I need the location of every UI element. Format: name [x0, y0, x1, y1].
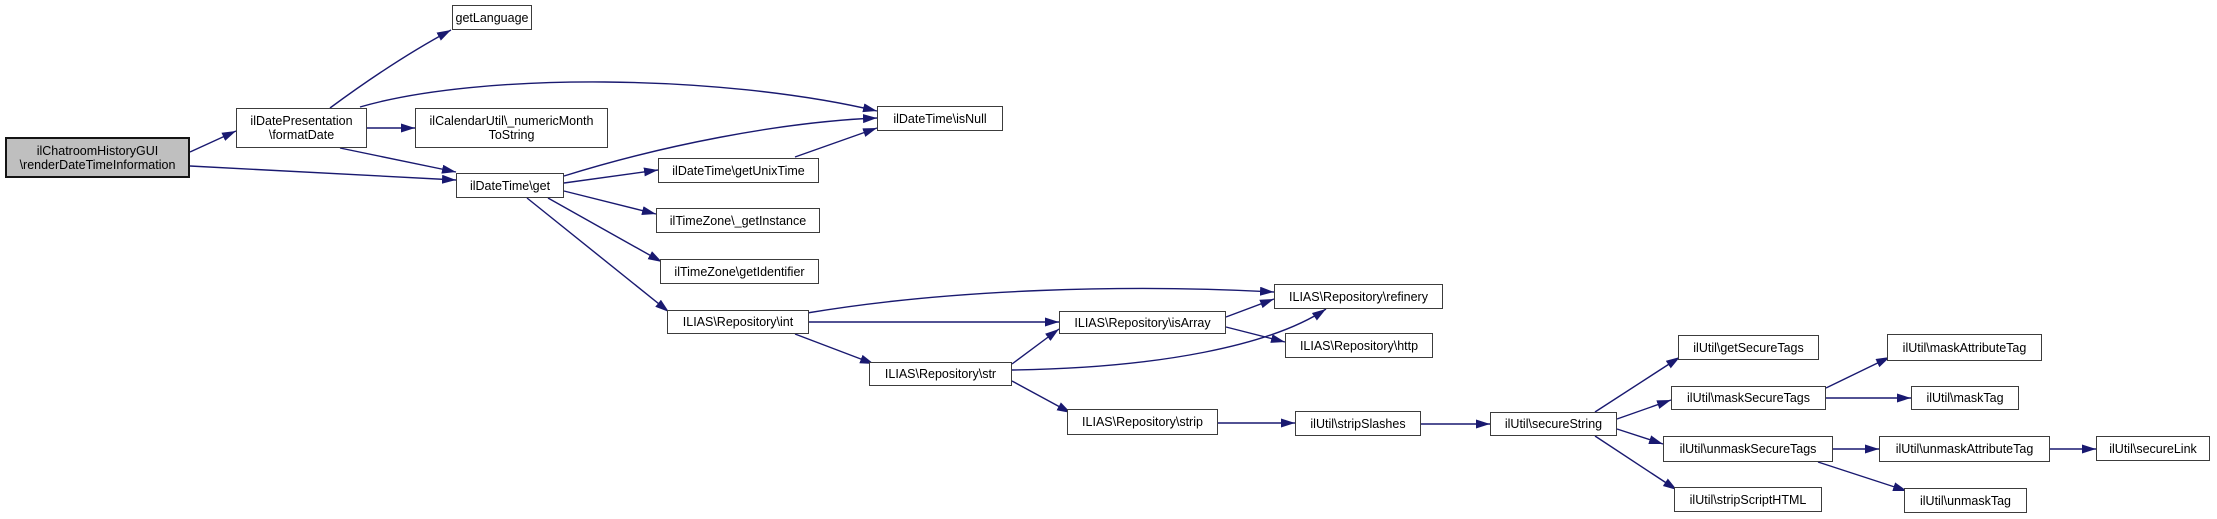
graph-node-maskSecureTags[interactable]: ilUtil\maskSecureTags	[1671, 386, 1826, 410]
node-label: ILIAS\Repository\strip	[1082, 415, 1203, 429]
graph-node-unmaskTag[interactable]: ilUtil\unmaskTag	[1904, 488, 2027, 513]
node-label: ilDateTime\get	[469, 178, 551, 193]
node-label: ilDateTime\isNull	[893, 111, 987, 126]
node-label: ilDateTime\getUnixTime	[672, 163, 805, 178]
node-label: ilDatePresentation \formatDate	[250, 114, 353, 142]
graph-node-stripScriptHTML[interactable]: ilUtil\stripScriptHTML	[1674, 487, 1822, 512]
graph-node-get[interactable]: ilDateTime\get	[456, 173, 564, 198]
call-edge-formatDate-get	[339, 147, 457, 174]
graph-node-stripSlashes[interactable]: ilUtil\stripSlashes	[1295, 411, 1421, 436]
graph-node-renderDateTimeInformation[interactable]: ilChatroomHistoryGUI \renderDateTimeInfo…	[5, 137, 190, 178]
call-edge-formatDate-getLanguage	[329, 29, 452, 109]
call-edge-get-getInstance	[563, 190, 657, 215]
node-label: ilUtil\unmaskTag	[1919, 493, 2011, 508]
call-edge-secureString-stripScriptHTML	[1594, 435, 1678, 491]
node-label: ILIAS\Repository\refinery	[1289, 289, 1428, 304]
graph-node-strip[interactable]: ILIAS\Repository\strip	[1067, 409, 1218, 435]
node-label: ilUtil\secureLink	[2109, 441, 2197, 456]
call-edge-maskSecureTags-maskAttributeTag	[1825, 356, 1891, 389]
graph-node-secureString[interactable]: ilUtil\secureString	[1490, 412, 1617, 436]
call-edge-unmaskSecureTags-unmaskTag	[1817, 461, 1908, 492]
call-edge-secureString-getSecureTags	[1594, 356, 1681, 413]
call-edge-isArray-refinery	[1225, 298, 1275, 318]
call-edge-formatDate-isNull	[359, 81, 878, 113]
graph-node-refinery[interactable]: ILIAS\Repository\refinery	[1274, 284, 1443, 309]
call-edge-str-isArray	[1011, 328, 1060, 365]
node-label: ilUtil\maskAttributeTag	[1902, 340, 2027, 355]
node-label: ilTimeZone\getIdentifier	[674, 264, 805, 279]
node-label: ilUtil\stripScriptHTML	[1689, 492, 1807, 507]
node-label: ilUtil\unmaskAttributeTag	[1895, 442, 2034, 456]
node-label: ilUtil\getSecureTags	[1693, 340, 1804, 355]
node-label: ilTimeZone\_getInstance	[669, 213, 807, 228]
graph-node-unmaskSecureTags[interactable]: ilUtil\unmaskSecureTags	[1663, 436, 1833, 462]
graph-node-str[interactable]: ILIAS\Repository\str	[869, 362, 1012, 386]
graph-node-unmaskAttributeTag[interactable]: ilUtil\unmaskAttributeTag	[1879, 436, 2050, 462]
call-edge-renderDateTimeInformation-formatDate	[189, 130, 237, 153]
call-edge-str-refinery	[1011, 308, 1327, 371]
node-label: ilUtil\maskSecureTags	[1687, 391, 1810, 405]
call-edge-get-getUnixTime	[563, 167, 659, 184]
call-edge-get-isNull	[563, 114, 878, 177]
node-label: ilUtil\maskTag	[1926, 391, 2004, 405]
graph-node-formatDate[interactable]: ilDatePresentation \formatDate	[236, 108, 367, 148]
call-edge-int-refinery	[806, 286, 1275, 314]
call-edge-isArray-http	[1225, 326, 1286, 343]
call-edge-str-strip	[1011, 380, 1072, 414]
graph-node-isNull[interactable]: ilDateTime\isNull	[877, 106, 1003, 131]
node-label: getLanguage	[455, 10, 529, 25]
graph-node-getSecureTags[interactable]: ilUtil\getSecureTags	[1678, 335, 1819, 360]
node-label: ilCalendarUtil\_numericMonth ToString	[429, 114, 594, 142]
graph-node-maskTag[interactable]: ilUtil\maskTag	[1911, 386, 2019, 410]
call-edge-int-str	[794, 333, 875, 365]
graph-node-http[interactable]: ILIAS\Repository\http	[1285, 333, 1433, 358]
node-label: ILIAS\Repository\isArray	[1074, 315, 1211, 330]
call-edge-getUnixTime-isNull	[794, 127, 878, 158]
node-label: ilUtil\secureString	[1504, 417, 1603, 431]
node-label: ILIAS\Repository\str	[884, 367, 997, 381]
call-edge-secureString-unmaskSecureTags	[1616, 428, 1664, 445]
node-label: ilChatroomHistoryGUI \renderDateTimeInfo…	[19, 143, 176, 172]
call-edge-get-int	[526, 197, 670, 313]
graph-node-getUnixTime[interactable]: ilDateTime\getUnixTime	[658, 158, 819, 183]
node-label: ILIAS\Repository\http	[1299, 338, 1419, 353]
node-label: ilUtil\stripSlashes	[1310, 416, 1406, 431]
graph-node-getInstance[interactable]: ilTimeZone\_getInstance	[656, 208, 820, 233]
graph-node-int[interactable]: ILIAS\Repository\int	[667, 310, 809, 334]
node-label: ILIAS\Repository\int	[682, 315, 794, 329]
node-label: ilUtil\unmaskSecureTags	[1679, 442, 1817, 456]
graph-node-getIdentifier[interactable]: ilTimeZone\getIdentifier	[660, 259, 819, 284]
graph-node-maskAttributeTag[interactable]: ilUtil\maskAttributeTag	[1887, 334, 2042, 361]
graph-node-getLanguage[interactable]: getLanguage	[452, 5, 532, 30]
graph-node-secureLink[interactable]: ilUtil\secureLink	[2096, 436, 2210, 461]
call-edge-secureString-maskSecureTags	[1616, 399, 1672, 420]
call-edge-renderDateTimeInformation-get	[189, 165, 457, 184]
call-edge-get-getIdentifier	[547, 197, 663, 263]
graph-node-isArray[interactable]: ILIAS\Repository\isArray	[1059, 311, 1226, 334]
graph-node-numericMonthToString[interactable]: ilCalendarUtil\_numericMonth ToString	[415, 108, 608, 148]
